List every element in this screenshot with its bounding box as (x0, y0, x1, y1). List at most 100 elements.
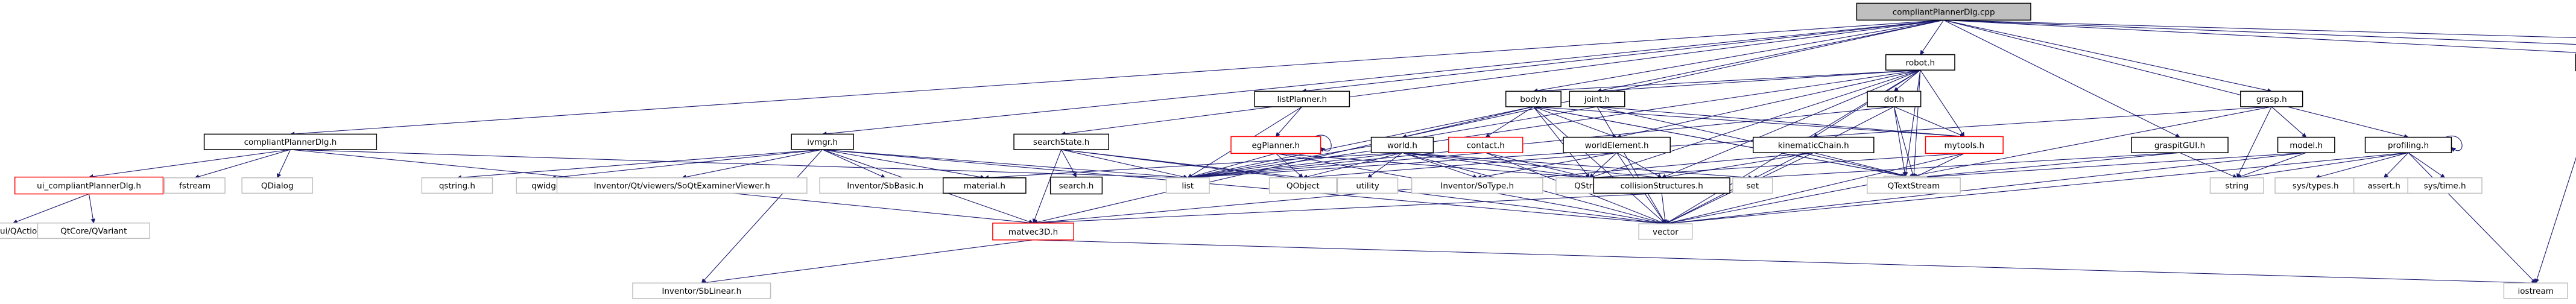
node-box[interactable] (791, 133, 854, 150)
node-box[interactable] (2364, 136, 2452, 153)
node-box[interactable] (1569, 90, 1625, 107)
node-label: string (2225, 182, 2248, 191)
edge-robot-to-qstring (1589, 69, 1921, 179)
edge-contact-to-list (1187, 152, 1486, 180)
edge-world-to-collision (1402, 152, 1662, 180)
edge-body-to-matvec3d (1033, 106, 1534, 225)
node-iostream: iostream (2503, 282, 2568, 299)
node-box[interactable] (992, 223, 1074, 241)
node-grasp[interactable]: grasp.h (2240, 90, 2303, 107)
node-box[interactable] (1753, 136, 1875, 153)
edge-root-to-body (1533, 19, 1944, 93)
node-box[interactable] (1370, 136, 1434, 153)
node-label: qstring.h (439, 182, 475, 191)
edge-matvec3d-to-sblinear (701, 239, 1034, 285)
node-profiling[interactable]: profiling.h (2364, 136, 2452, 153)
edge-matvec3d-to-iostream (1033, 239, 2536, 285)
edge-root-to-joint (1597, 19, 1944, 93)
node-material[interactable]: material.h (942, 177, 1027, 194)
node-box[interactable] (1885, 54, 1955, 71)
node-uiDlg[interactable]: ui_compliantPlannerDlg.h (14, 176, 164, 195)
node-label: model.h (2290, 141, 2323, 150)
node-box[interactable] (2131, 136, 2229, 153)
node-graspitGUI[interactable]: graspitGUI.h (2131, 136, 2229, 153)
node-box[interactable] (1867, 90, 1922, 107)
node-label: search.h (1059, 182, 1094, 191)
node-box[interactable] (14, 176, 164, 195)
edge-mytools-to-qstring (1589, 153, 1964, 180)
node-box[interactable] (203, 133, 378, 150)
edge-root-to-ivmgr (821, 19, 1944, 136)
node-box (1165, 177, 1210, 194)
node-listPlanner[interactable]: listPlanner.h (1254, 90, 1350, 107)
node-ivmgr[interactable]: ivmgr.h (791, 133, 854, 150)
node-box[interactable] (942, 177, 1027, 194)
node-box[interactable] (1230, 136, 1321, 154)
node-label: QtCore/QVariant (60, 227, 127, 236)
node-joint[interactable]: joint.h (1569, 90, 1625, 107)
edge-robot-to-map (1904, 70, 1921, 177)
node-box (421, 177, 493, 194)
node-box[interactable] (2240, 90, 2303, 107)
node-egPlanner[interactable]: egPlanner.h (1230, 136, 1321, 154)
edge-root-to-searchState (1060, 19, 1944, 136)
edge-root-to-grasp (1943, 19, 2272, 93)
node-box[interactable] (1593, 177, 1730, 194)
node-qobject: QObject (1268, 177, 1337, 194)
node-worldElement[interactable]: worldElement.h (1563, 136, 1671, 153)
node-body[interactable]: body.h (1505, 90, 1562, 107)
node-utility: utility (1337, 177, 1399, 194)
node-label: mytools.h (1945, 141, 1985, 150)
node-mytools[interactable]: mytools.h (1925, 136, 2004, 154)
edge-egPlanner-to-egPlanner (1314, 135, 1332, 152)
node-contact[interactable]: contact.h (1448, 136, 1524, 153)
node-root[interactable]: compliantPlannerDlg.cpp (1856, 2, 2031, 21)
edge-worldElement-to-qstring (1589, 152, 1618, 179)
node-box[interactable] (1563, 136, 1671, 153)
node-fstream: fstream (164, 177, 226, 194)
edge-egPlanner-to-list (1187, 153, 1276, 179)
node-box[interactable] (1448, 136, 1524, 153)
node-box[interactable] (1049, 176, 1103, 195)
node-matvec3d[interactable]: matvec3D.h (992, 223, 1074, 241)
node-search[interactable]: search.h (1049, 176, 1103, 195)
node-box[interactable] (1925, 136, 2004, 154)
node-assert: assert.h (2353, 177, 2415, 194)
node-box[interactable] (1013, 133, 1109, 150)
node-dof[interactable]: dof.h (1867, 90, 1922, 107)
edge-model-to-vector (1665, 152, 2306, 226)
node-box[interactable] (2277, 136, 2335, 153)
node-model[interactable]: model.h (2277, 136, 2335, 153)
node-qstring_h: qstring.h (421, 177, 493, 194)
node-box[interactable] (1856, 2, 2031, 21)
node-robot[interactable]: robot.h (1885, 54, 1955, 71)
edge-world-to-utility (1367, 152, 1403, 179)
node-label: sys/time.h (2424, 182, 2466, 191)
edge-ivmgr-to-sblinear (701, 149, 823, 283)
edge-uiDlg-to-qvariant (89, 194, 96, 224)
edge-robot-to-worldElement (1616, 69, 1920, 139)
edge-ivmgr-to-vector (822, 149, 1666, 226)
node-box[interactable] (1505, 90, 1562, 107)
node-label: ivmgr.h (807, 138, 838, 147)
node-box[interactable] (1254, 90, 1350, 107)
node-collision[interactable]: collisionStructures.h (1593, 177, 1730, 194)
edge-root-to-bbox (1943, 19, 2576, 45)
node-kinematicChain[interactable]: kinematicChain.h (1753, 136, 1875, 153)
edge-compliantPlannerDlgH-to-list (290, 149, 1189, 180)
edge-root-to-robot (1920, 20, 1945, 55)
edge-graspitGUI-to-set (1752, 152, 2180, 180)
edge-world-to-list (1187, 152, 1403, 180)
node-box (37, 222, 150, 239)
node-compliantPlannerDlgH[interactable]: compliantPlannerDlg.h (203, 133, 378, 150)
edge-debug-to-iostream (2534, 157, 2576, 283)
edge-compliantPlannerDlgH-to-uiDlg (88, 149, 291, 179)
node-string: string (2209, 177, 2264, 194)
edge-ivmgr-to-list (822, 149, 1189, 180)
edge-grasp-to-model (2271, 106, 2307, 138)
node-world[interactable]: world.h (1370, 136, 1434, 153)
node-searchState[interactable]: searchState.h (1013, 133, 1109, 150)
node-label: searchState.h (1033, 138, 1089, 147)
node-list: list (1165, 177, 1210, 194)
node-soqtviewer: Inventor/Qt/viewers/SoQtExaminerViewer.h (556, 177, 808, 194)
